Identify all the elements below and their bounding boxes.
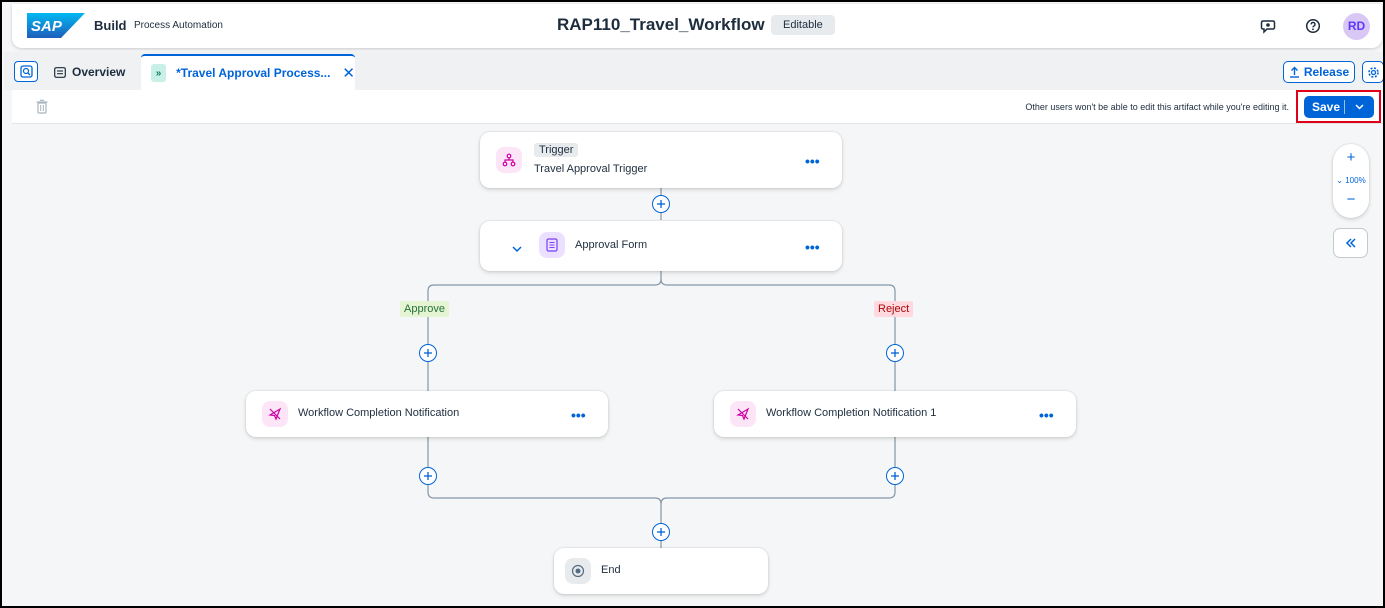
tab-bar: Overview » *Travel Approval Process... ✕… [4, 52, 1383, 90]
notification-approve-name: Workflow Completion Notification [298, 407, 460, 419]
save-highlight-box [1296, 90, 1381, 123]
add-step-after-approve-notification-button[interactable] [419, 467, 437, 485]
release-button[interactable]: Release [1283, 61, 1355, 83]
zoom-in-button[interactable]: + [1346, 149, 1356, 166]
help-icon[interactable] [1303, 16, 1323, 36]
search-icon [19, 65, 33, 78]
approve-branch-label: Approve [400, 301, 449, 317]
plus-icon [657, 528, 665, 536]
gear-icon [1367, 66, 1379, 78]
settings-button[interactable] [1362, 61, 1383, 83]
add-step-reject-button[interactable] [886, 344, 904, 362]
feedback-icon[interactable] [1258, 16, 1278, 36]
tab-travel-approval-process[interactable]: » *Travel Approval Process... ✕ [141, 54, 355, 90]
notification-reject-name: Workflow Completion Notification 1 [766, 407, 937, 419]
notification-approve-more-icon[interactable]: ••• [571, 407, 586, 423]
chevron-down-icon [1355, 104, 1364, 110]
save-button[interactable]: Save [1304, 96, 1374, 118]
delete-icon[interactable] [34, 98, 50, 116]
tab-overview-label: Overview [72, 65, 126, 79]
edit-lock-message: Other users won't be able to edit this a… [1025, 102, 1289, 112]
zoom-level: 100% [1345, 176, 1366, 185]
plus-icon [891, 472, 899, 480]
notification-node-reject[interactable]: Workflow Completion Notification 1 ••• [714, 391, 1076, 437]
upload-icon [1289, 66, 1299, 78]
add-step-approve-button[interactable] [419, 344, 437, 362]
mail-notification-icon [262, 401, 288, 427]
add-step-before-end-button[interactable] [652, 523, 670, 541]
save-divider [1344, 100, 1345, 114]
zoom-out-button[interactable]: − [1346, 191, 1356, 208]
save-options-dropdown[interactable] [1345, 104, 1374, 110]
trigger-tag: Trigger [534, 143, 579, 157]
zoom-control: + ⌄ 100% − [1333, 144, 1369, 218]
tab-overview[interactable]: Overview [54, 63, 125, 81]
plus-icon [424, 349, 432, 357]
svg-text:SAP: SAP [31, 18, 63, 35]
collapse-chevron-icon[interactable] [512, 240, 522, 258]
product-subtitle: Process Automation [134, 20, 223, 31]
form-icon [539, 232, 565, 258]
release-label: Release [1303, 65, 1350, 79]
end-node[interactable]: End [554, 548, 768, 594]
reject-branch-label: Reject [874, 301, 914, 317]
sap-logo[interactable]: SAP [27, 13, 85, 38]
mail-notification-icon [730, 401, 756, 427]
double-chevron-left-icon [1345, 238, 1356, 248]
flow-connectors [427, 188, 896, 548]
tab-active-label: *Travel Approval Process... [176, 66, 331, 80]
end-icon [565, 558, 591, 584]
approval-form-name: Approval Form [575, 239, 648, 251]
process-icon: » [151, 64, 167, 82]
approval-form-more-icon[interactable]: ••• [805, 239, 820, 255]
zoom-level-dropdown[interactable]: ⌄ 100% [1336, 176, 1366, 185]
overview-icon [54, 66, 66, 78]
product-name: Build [94, 18, 127, 33]
editor-toolbar: Other users won't be able to edit this a… [12, 90, 1383, 124]
plus-icon [424, 472, 432, 480]
workflow-title: RAP110_Travel_Workflow [557, 15, 765, 34]
close-tab-icon[interactable]: ✕ [342, 65, 355, 82]
approval-form-node[interactable]: Approval Form ••• [480, 221, 842, 271]
trigger-node[interactable]: Trigger Travel Approval Trigger ••• [480, 132, 842, 188]
save-label: Save [1312, 100, 1341, 114]
add-step-after-trigger-button[interactable] [652, 195, 670, 213]
search-artifacts-button[interactable] [14, 61, 38, 82]
editable-status-badge: Editable [771, 15, 835, 35]
trigger-name: Travel Approval Trigger [534, 163, 648, 175]
collapse-panel-button[interactable] [1333, 228, 1368, 258]
user-avatar[interactable]: RD [1343, 13, 1370, 40]
shell-header: SAP Build Process Automation RAP110_Trav… [12, 4, 1382, 48]
trigger-icon [496, 147, 522, 173]
end-name: End [601, 564, 621, 576]
plus-icon [657, 200, 665, 208]
trigger-more-icon[interactable]: ••• [805, 153, 820, 169]
plus-icon [891, 349, 899, 357]
process-canvas[interactable]: Trigger Travel Approval Trigger ••• Appr… [4, 124, 1383, 606]
notification-reject-more-icon[interactable]: ••• [1039, 407, 1054, 423]
notification-node-approve[interactable]: Workflow Completion Notification ••• [246, 391, 608, 437]
add-step-after-reject-notification-button[interactable] [886, 467, 904, 485]
